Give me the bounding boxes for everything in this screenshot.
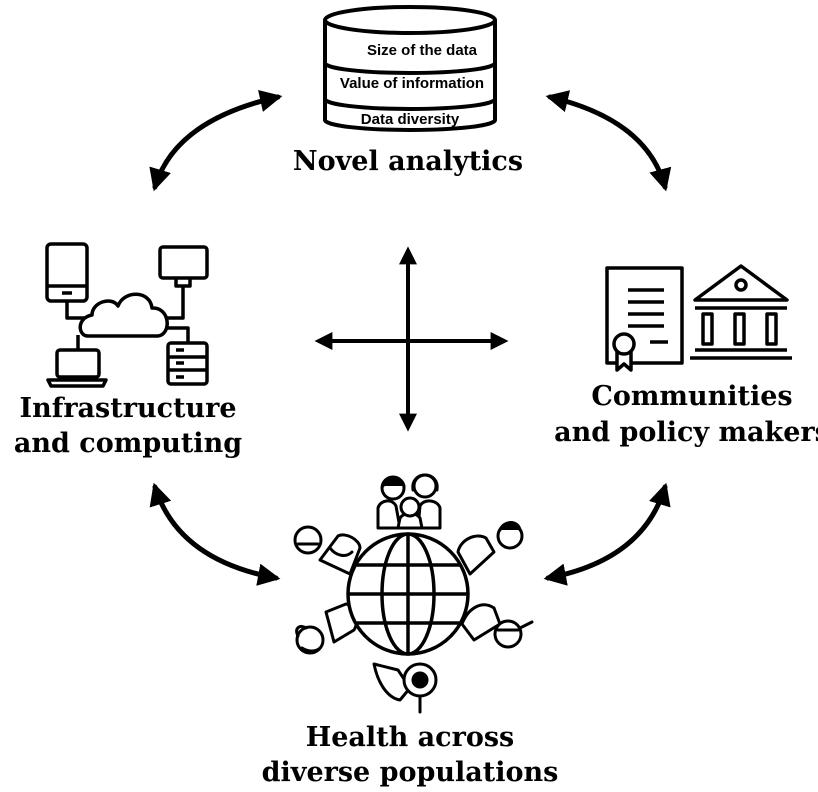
doctor-icon xyxy=(293,525,362,576)
database-layer-label: Data diversity xyxy=(361,111,460,128)
infrastructure-icons xyxy=(45,242,209,388)
connector-arrow-top-left xyxy=(149,89,283,192)
database-layer-label: Value of information xyxy=(340,75,484,92)
family-icon xyxy=(376,473,442,530)
connector-arrow-top-right xyxy=(545,90,672,192)
laptop-icon xyxy=(46,348,108,388)
communities-label-line: and policy makers xyxy=(554,417,818,448)
network-wire xyxy=(165,326,190,343)
infrastructure-label-line: and computing xyxy=(14,428,242,459)
government-building-icon xyxy=(690,264,792,360)
monitor-icon xyxy=(158,245,209,288)
connector-arrow-bottom-right xyxy=(543,482,671,586)
elderly-person-icon xyxy=(295,602,359,655)
certificate-icon xyxy=(605,266,684,372)
person-icon xyxy=(456,521,524,576)
smartphone-icon xyxy=(45,242,89,303)
health-label-line: diverse populations xyxy=(262,757,559,787)
cloud-icon xyxy=(78,292,169,338)
bottom-person-icon xyxy=(372,662,438,714)
database-icon xyxy=(323,5,497,132)
infrastructure-label-line: Infrastructure xyxy=(19,393,236,424)
health-label-line: Health across xyxy=(306,722,515,753)
globe-icon xyxy=(346,532,470,656)
center-cross-arrows xyxy=(314,246,509,432)
novel-analytics-label: Novel analytics xyxy=(293,146,523,177)
communities-label-line: Communities xyxy=(591,381,792,412)
server-icon xyxy=(166,341,209,386)
child-icon xyxy=(460,603,534,649)
population-icons xyxy=(293,473,534,714)
connector-arrow-bottom-left xyxy=(149,482,281,586)
database-layer-label: Size of the data xyxy=(367,42,478,59)
